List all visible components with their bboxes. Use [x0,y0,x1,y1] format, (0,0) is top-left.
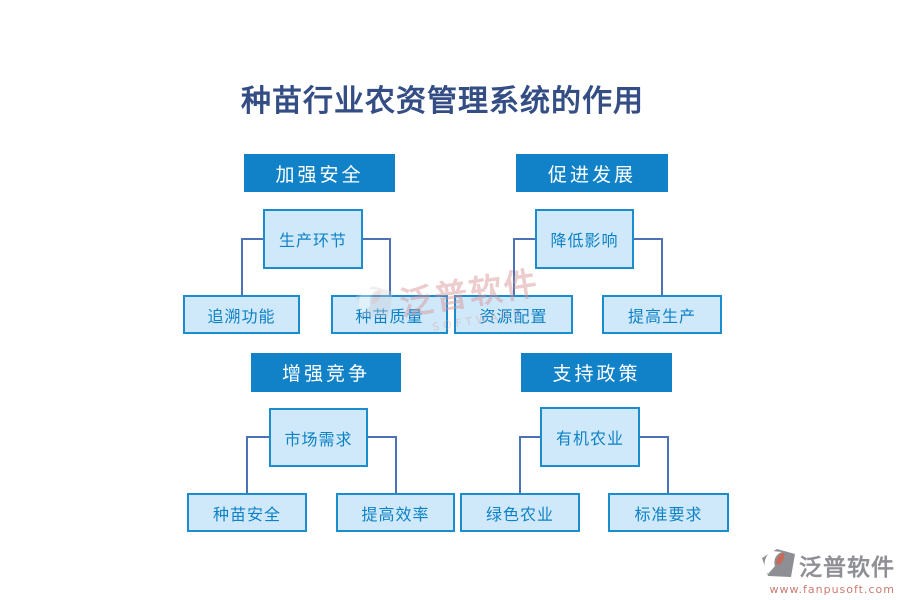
connector-line [513,238,535,240]
connector-line [241,238,263,240]
connector-line [395,436,397,493]
connector-line [246,436,269,438]
connector-line [513,238,515,295]
leaf-node: 绿色农业 [460,493,580,532]
branch-mid-node: 降低影响 [535,209,634,269]
connector-line [640,436,669,438]
connector-line [241,238,243,295]
branch-header: 促进发展 [516,154,668,192]
leaf-node: 追溯功能 [183,295,300,334]
branch-header: 支持政策 [521,353,672,392]
fanpu-logo-icon [762,548,796,582]
connector-line [389,238,391,295]
leaf-node: 提高生产 [602,295,722,334]
connector-line [363,238,391,240]
connector-line [661,238,663,295]
leaf-node: 提高效率 [336,493,455,532]
connector-line [634,238,663,240]
branch-mid-node: 有机农业 [540,407,640,467]
brand-name: 泛普软件 [799,555,895,581]
connector-line [667,436,669,493]
branch-mid-node: 市场需求 [269,408,368,467]
branch-header: 加强安全 [244,154,395,192]
branch-header: 增强竞争 [251,353,401,392]
branch-mid-node: 生产环节 [263,209,363,269]
leaf-node: 种苗安全 [187,493,307,532]
page-title: 种苗行业农资管理系统的作用 [241,84,644,119]
connector-line [368,436,397,438]
brand-url: www.fanpusoft.com [769,583,895,596]
leaf-node: 资源配置 [454,295,573,334]
footer-brand: 泛普软件 www.fanpusoft.com [753,548,895,596]
leaf-node: 标准要求 [608,493,729,532]
connector-line [519,436,540,438]
leaf-node: 种苗质量 [331,295,448,334]
connector-line [246,436,248,493]
connector-line [519,436,521,493]
